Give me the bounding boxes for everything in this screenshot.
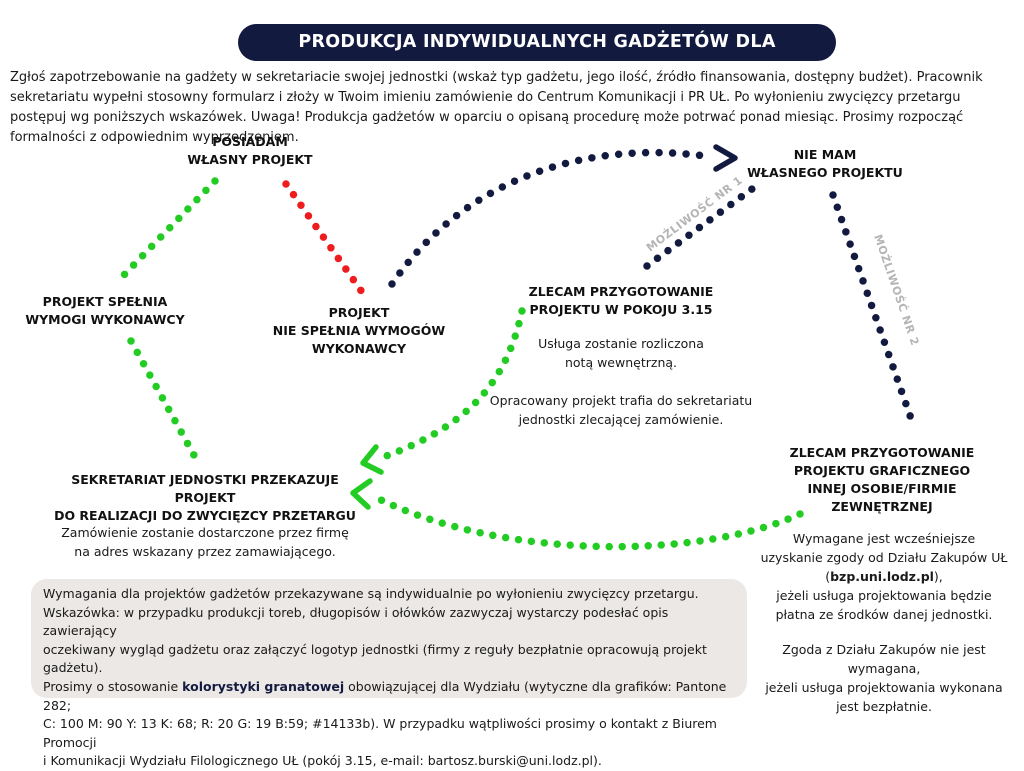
- arrowhead-secretariat-lower: [350, 478, 373, 510]
- connector-meets-to-secretariat: [127, 337, 199, 461]
- desc-secretariat: Zamówienie zostanie dostarczone przez fi…: [61, 525, 349, 559]
- navy-color-emphasis: kolorystyki granatowej: [182, 678, 345, 694]
- node-external: ZLECAM PRZYGOTOWANIE PROJEKTU GRAFICZNEG…: [789, 445, 975, 514]
- zakupy-link[interactable]: bzp.uni.lodz.pl: [830, 569, 934, 584]
- node-no-project: NIE MAM WŁASNEGO PROJEKTU: [747, 147, 903, 180]
- connector-room-to-secretariat: [374, 307, 526, 463]
- node-own-project: POSIADAM WŁASNY PROJEKT: [187, 134, 313, 167]
- arrowhead-secretariat-upper: [360, 444, 384, 475]
- connector-not-meets-to-no-project: [388, 148, 716, 288]
- node-room-315: ZLECAM PRZYGOTOWANIE PROJEKTU W POKOJU 3…: [528, 284, 714, 317]
- desc-external: Wymagane jest wcześniejsze uzyskanie zgo…: [760, 531, 1008, 714]
- note-box: [31, 579, 747, 698]
- desc-room-315: Usługa zostanie rozliczona notą wewnętrz…: [489, 336, 753, 427]
- note-text: Wymagania dla projektów gadżetów przekaz…: [43, 586, 727, 769]
- connector-external-to-secretariat: [371, 493, 804, 551]
- connector-own-to-not-meets: [282, 180, 366, 296]
- intro-paragraph: Zgłoś zapotrzebowanie na gadżety w sekre…: [10, 70, 983, 145]
- connector-own-to-meets: [119, 177, 219, 280]
- arrowhead-no-project: [713, 144, 738, 172]
- node-secretariat: SEKRETARIAT JEDNOSTKI PRZEKAZUJE PROJEKT…: [54, 472, 356, 523]
- label-option1: MOŻLIWOŚĆ NR 1: [643, 173, 745, 255]
- page-title: PRODUKCJA INDYWIDUALNYCH GADŻETÓW DLA JE…: [238, 24, 836, 89]
- connector-option1: [643, 185, 756, 270]
- connector-option2: [829, 191, 918, 431]
- flow-connectors: MOŻLIWOŚĆ NR 1 MOŻLIWOŚĆ NR 2: [119, 144, 922, 551]
- node-meets-requirements: PROJEKT SPEŁNIA WYMOGI WYKONAWCY: [25, 294, 185, 327]
- node-not-meets-requirements: PROJEKT NIE SPEŁNIA WYMOGÓW WYKONAWCY: [272, 305, 446, 356]
